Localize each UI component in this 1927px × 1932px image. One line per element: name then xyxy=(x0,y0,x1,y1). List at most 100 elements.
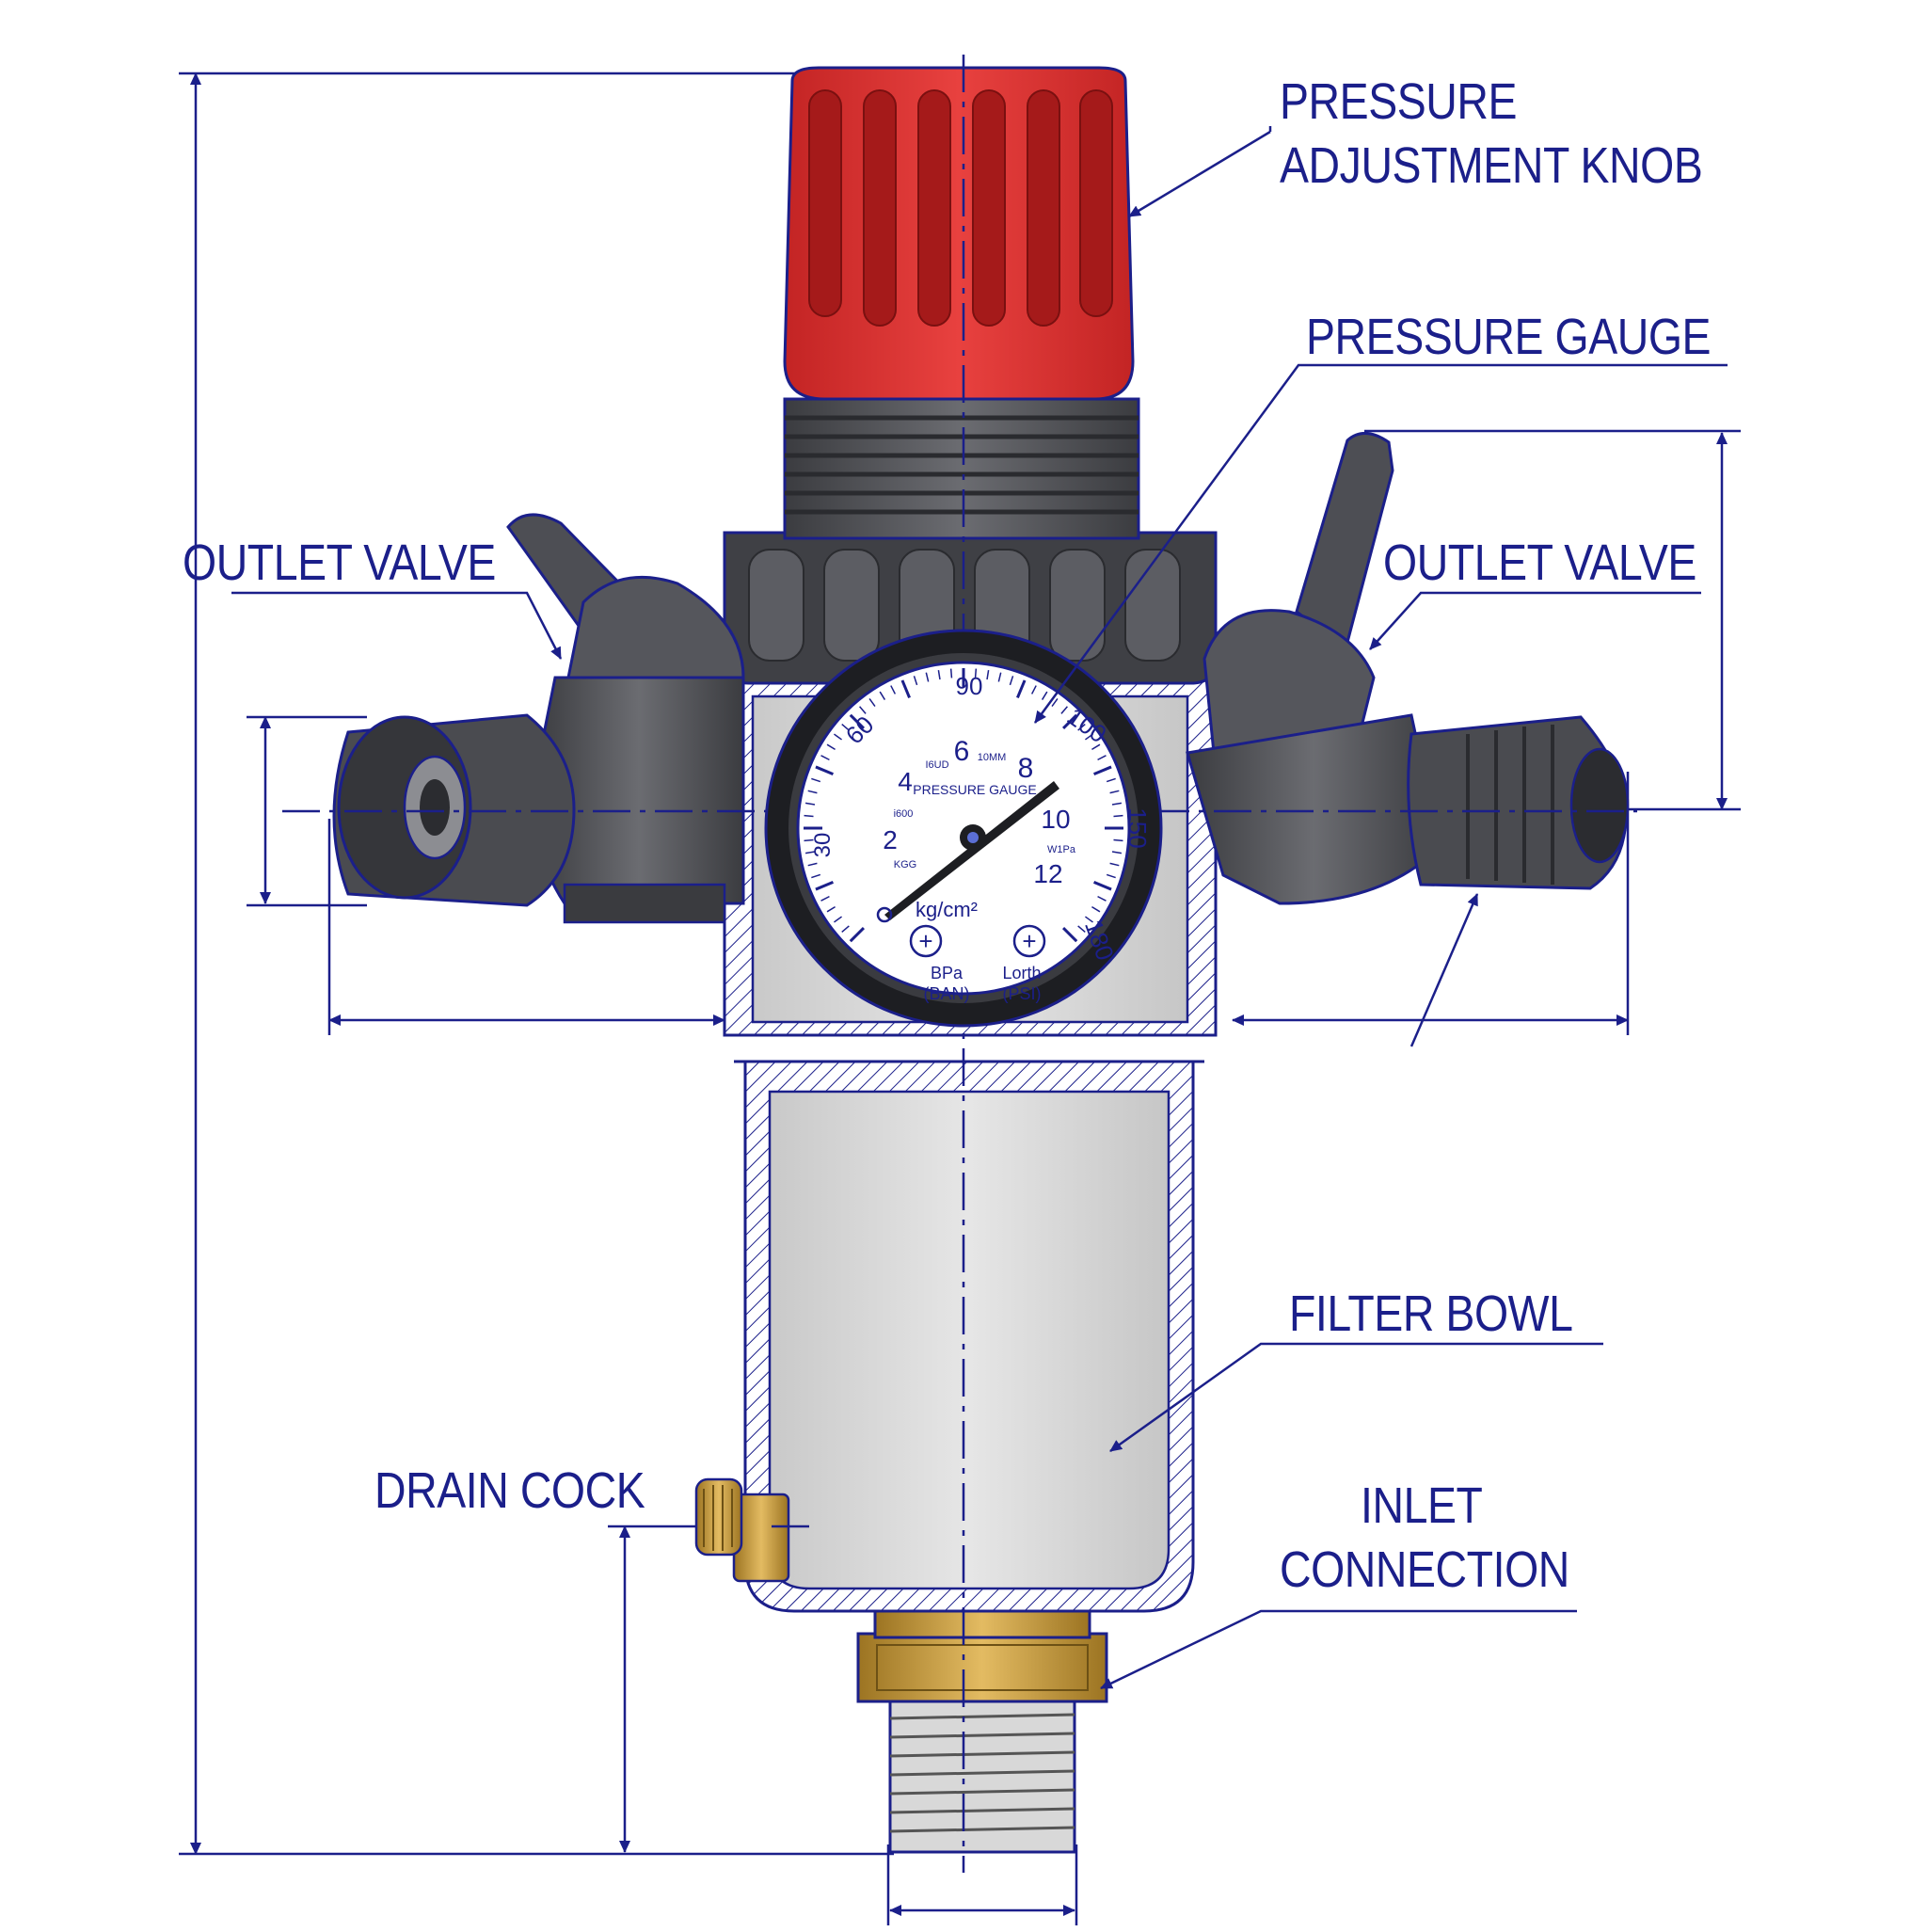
gauge-tick xyxy=(807,790,818,794)
gauge-tick xyxy=(834,916,842,923)
gauge-tick xyxy=(1041,691,1048,700)
gauge-tick xyxy=(1111,851,1123,854)
gauge-tick xyxy=(868,698,876,707)
drain-cock xyxy=(694,1477,790,1583)
gauge-small-mark-3: 10MM xyxy=(978,752,1007,763)
threaded-neck xyxy=(783,397,1140,540)
gauge-tick xyxy=(804,851,816,854)
gauge-tick xyxy=(1106,777,1116,783)
gauge-ticks xyxy=(804,668,1123,943)
gauge-tick xyxy=(1113,814,1123,818)
gauge-outer-90: 90 xyxy=(956,672,983,700)
gauge-tick xyxy=(1093,881,1112,891)
gauge-tick xyxy=(807,862,818,867)
gauge-inner-4: 4 xyxy=(898,767,913,796)
gauge-tick xyxy=(1113,838,1123,842)
gauge-right-plus-icon: + xyxy=(1012,924,1046,958)
inlet-thread xyxy=(888,1700,1076,1854)
gauge-tick xyxy=(900,679,911,698)
svg-text:+: + xyxy=(918,927,932,955)
gauge-tick xyxy=(925,672,930,682)
filter-bowl xyxy=(725,1033,1216,1613)
gauge-left-unit-line2: (BAN) xyxy=(924,984,970,1003)
gauge-tick xyxy=(890,685,897,695)
gauge-tick xyxy=(974,668,978,679)
gauge-tick xyxy=(1077,925,1086,933)
gauge-small-mark-4: W1Pa xyxy=(1047,844,1076,855)
gauge-tick xyxy=(1097,895,1107,902)
gauge-inner-8: 8 xyxy=(1018,753,1034,784)
gauge-tick xyxy=(811,873,821,879)
gauge-tick xyxy=(1111,802,1123,806)
label-outlet-valve-left: OUTLET VALVE xyxy=(183,535,496,591)
label-pressure-gauge: PRESSURE GAUGE xyxy=(1306,309,1712,365)
gauge-tick xyxy=(1085,916,1093,923)
svg-text:+: + xyxy=(1022,927,1036,955)
gauge-unit: kg/cm² xyxy=(916,898,978,921)
label-pressure-adjustment-knob-line1: PRESSURE xyxy=(1280,73,1518,130)
gauge-tick xyxy=(1077,724,1086,731)
gauge-tick xyxy=(841,925,850,933)
gauge-tick xyxy=(804,802,816,806)
label-filter-bowl: FILTER BOWL xyxy=(1289,1285,1573,1342)
gauge-tick xyxy=(1085,733,1093,741)
gauge-tick xyxy=(997,672,1002,682)
gauge-tick xyxy=(815,881,834,891)
gauge-tick xyxy=(826,905,836,913)
gauge-inner-6: 6 xyxy=(954,736,970,767)
gauge-tick xyxy=(1106,873,1116,879)
gauge-inner-12: 12 xyxy=(1033,859,1062,888)
gauge-tick xyxy=(849,927,865,943)
gauge-tick xyxy=(1097,755,1107,761)
label-inlet-connection-line2: CONNECTION xyxy=(1280,1541,1569,1598)
leader-lines xyxy=(231,126,1728,1690)
gauge-outer-150: 150 xyxy=(1123,807,1152,848)
gauge-small-mark-5: KGG xyxy=(894,859,916,870)
gauge-tick xyxy=(820,895,830,902)
gauge-inner-2: 2 xyxy=(883,825,898,854)
gauge-tick xyxy=(849,713,865,729)
gauge-tick xyxy=(937,669,941,680)
gauge-tick xyxy=(986,669,990,680)
gauge-small-mark-2: I6UD xyxy=(925,759,948,771)
gauge-tick xyxy=(1093,765,1112,775)
gauge-tick xyxy=(820,755,830,761)
gauge-tick xyxy=(841,724,850,731)
center-lines xyxy=(282,55,1637,1873)
gauge-tick xyxy=(804,814,814,818)
gauge-tick xyxy=(1109,790,1120,794)
label-drain-cock: DRAIN COCK xyxy=(374,1462,645,1519)
gauge-tick xyxy=(1009,676,1014,686)
gauge-tick xyxy=(811,777,821,783)
gauge-tick xyxy=(804,838,814,842)
gauge-tick xyxy=(859,706,867,714)
gauge-tick xyxy=(826,743,836,751)
gauge-title: PRESSURE GAUGE xyxy=(913,782,1036,797)
gauge-right-unit-line1: Lorth xyxy=(1002,964,1041,982)
gauge-right-unit-line2: (PSI) xyxy=(1002,984,1041,1003)
gauge-tick xyxy=(1030,685,1037,695)
gauge-tick xyxy=(1062,713,1078,729)
right-outlet-valve xyxy=(1186,432,1630,905)
gauge-tick xyxy=(1109,862,1120,867)
gauge-tick xyxy=(815,765,834,775)
gauge-tick xyxy=(834,733,842,741)
gauge-tick xyxy=(1051,698,1059,707)
gauge-tick xyxy=(949,668,953,679)
gauge-small-mark-1: i600 xyxy=(894,808,914,820)
pressure-adjustment-knob xyxy=(783,66,1135,401)
gauge-left-unit-line1: BPa xyxy=(931,964,964,982)
gauge-outer-30: 30 xyxy=(810,833,836,858)
gauge-tick xyxy=(913,676,918,686)
gauge-tick xyxy=(1016,679,1027,698)
gauge-tick xyxy=(1091,905,1101,913)
gauge-tick xyxy=(1062,927,1078,943)
gauge-left-plus-icon: + xyxy=(909,924,943,958)
label-outlet-valve-right: OUTLET VALVE xyxy=(1383,535,1696,591)
gauge-tick xyxy=(1091,743,1101,751)
gauge-tick xyxy=(1060,706,1068,714)
label-pressure-adjustment-knob-line2: ADJUSTMENT KNOB xyxy=(1280,137,1703,194)
gauge-inner-10: 10 xyxy=(1041,805,1070,834)
